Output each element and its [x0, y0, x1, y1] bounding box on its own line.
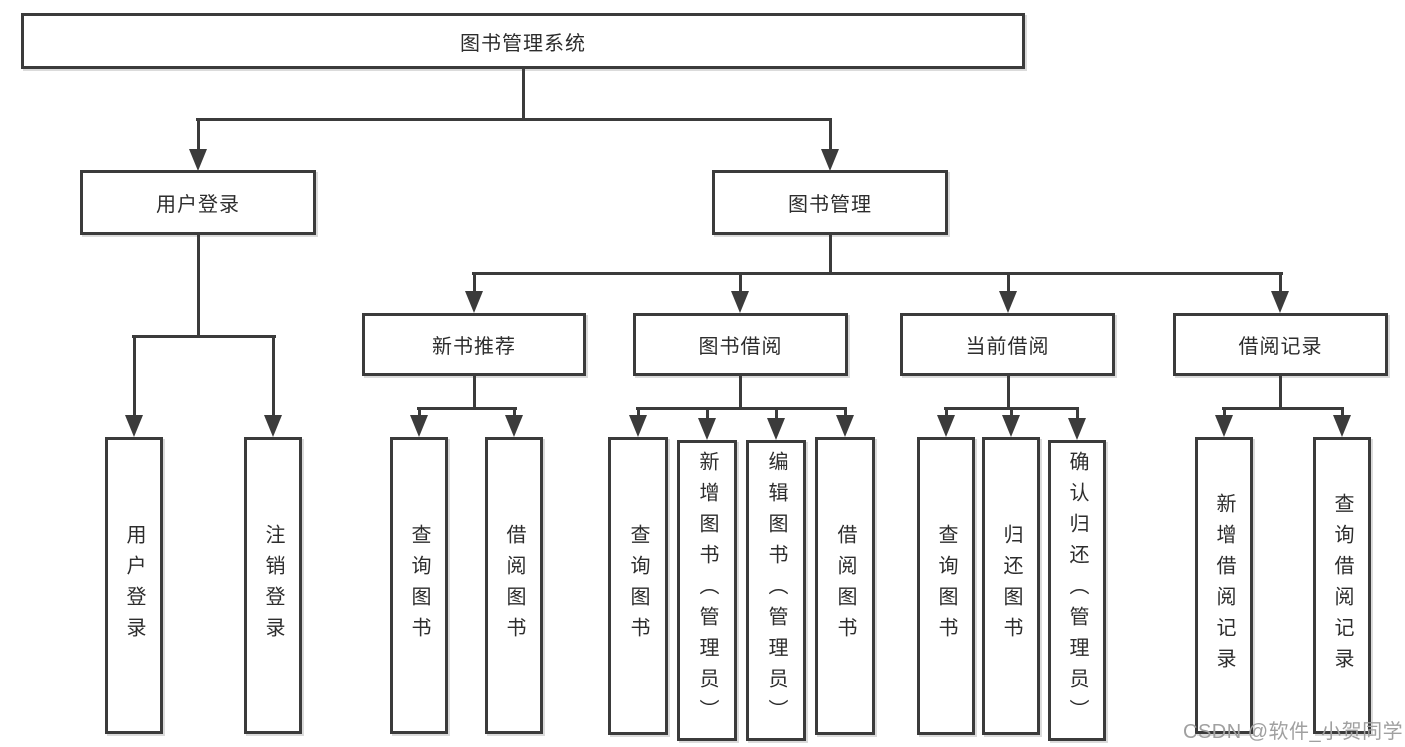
- connector-leaf: [844, 407, 847, 417]
- node-book-borrow: 图书借阅: [633, 313, 848, 376]
- arrow-down-icon: [410, 415, 428, 437]
- leaf-newbook-borrow: 借阅图书: [485, 437, 543, 734]
- arrow-down-icon: [1215, 415, 1233, 437]
- leaf-record-add-label: 新增借阅记录: [1213, 492, 1235, 679]
- connector-leaf: [1010, 407, 1013, 417]
- connector-level2-bar: [196, 118, 832, 121]
- connector-leaf: [1341, 407, 1344, 417]
- arrow-down-icon: [821, 149, 839, 171]
- leaf-borrow-book: 借阅图书: [815, 437, 875, 735]
- connector-user-login-stem: [197, 235, 200, 337]
- leaf-current-query: 查询图书: [917, 437, 975, 735]
- leaf-borrow-query: 查询图书: [608, 437, 668, 735]
- connector-leaf: [945, 407, 948, 417]
- arrow-down-icon: [629, 415, 647, 437]
- connector-user-login-bar: [132, 335, 276, 338]
- arrow-down-icon: [189, 149, 207, 171]
- connector-leaf: [1076, 407, 1079, 420]
- leaf-newbook-borrow-label: 借阅图书: [503, 523, 525, 648]
- connector-to-leaf-logout: [272, 335, 275, 417]
- leaf-newbook-query: 查询图书: [390, 437, 448, 734]
- connector-to-borrow-records: [1279, 272, 1282, 294]
- connector-root-stem: [522, 69, 525, 121]
- leaf-borrow-book-label: 借阅图书: [834, 524, 856, 648]
- connector-to-book-borrow: [739, 272, 742, 294]
- connector-book-borrow-stem: [739, 376, 742, 410]
- leaf-user-login-label: 用户登录: [123, 523, 145, 648]
- node-book-management-label: 图书管理: [788, 194, 872, 216]
- leaf-borrow-add-admin-label: 新增图书（管理员）: [696, 451, 718, 730]
- leaf-borrow-edit-admin: 编辑图书（管理员）: [746, 440, 806, 741]
- connector-to-leaf-user-login: [133, 335, 136, 417]
- leaf-record-add: 新增借阅记录: [1195, 437, 1253, 734]
- leaf-borrow-add-admin: 新增图书（管理员）: [677, 440, 737, 741]
- connector-leaf: [418, 407, 421, 417]
- leaf-current-return-label: 归还图书: [1000, 524, 1022, 648]
- arrow-down-icon: [1333, 415, 1351, 437]
- leaf-current-confirm-admin: 确认归还（管理员）: [1048, 440, 1106, 741]
- leaf-borrow-edit-admin-label: 编辑图书（管理员）: [765, 451, 787, 730]
- connector-level3-bar: [472, 272, 1283, 275]
- arrow-down-icon: [465, 291, 483, 313]
- node-current-borrow: 当前借阅: [900, 313, 1115, 376]
- node-borrow-records-label: 借阅记录: [1238, 336, 1323, 358]
- connector-leaf: [1223, 407, 1226, 417]
- connector-leaf: [706, 407, 709, 420]
- connector-book-borrow-bar: [636, 407, 847, 410]
- connector-current-borrow-stem: [1007, 376, 1010, 410]
- connector-new-book-bar: [417, 407, 517, 410]
- connector-borrow-records-stem: [1279, 376, 1282, 410]
- connector-book-management-stem: [829, 235, 832, 275]
- arrow-down-icon: [937, 415, 955, 437]
- leaf-record-query: 查询借阅记录: [1313, 437, 1371, 734]
- arrow-down-icon: [731, 291, 749, 313]
- arrow-down-icon: [767, 418, 785, 440]
- arrow-down-icon: [1271, 291, 1289, 313]
- arrow-down-icon: [836, 415, 854, 437]
- node-user-login: 用户登录: [80, 170, 316, 235]
- arrow-down-icon: [125, 415, 143, 437]
- node-borrow-records: 借阅记录: [1173, 313, 1388, 376]
- arrow-down-icon: [999, 291, 1017, 313]
- leaf-current-return: 归还图书: [982, 437, 1040, 735]
- connector-leaf: [513, 407, 516, 417]
- connector-new-book-stem: [473, 376, 476, 410]
- node-root-label: 图书管理系统: [460, 32, 586, 55]
- arrow-down-icon: [698, 418, 716, 440]
- node-current-borrow-label: 当前借阅: [965, 336, 1050, 358]
- leaf-logout: 注销登录: [244, 437, 302, 734]
- connector-to-user-login: [197, 118, 200, 154]
- watermark-text: CSDN @软件_小贺同学: [1183, 721, 1404, 743]
- node-book-management: 图书管理: [712, 170, 948, 235]
- connector-borrow-records-bar: [1222, 407, 1344, 410]
- connector-leaf: [637, 407, 640, 417]
- node-root: 图书管理系统: [21, 13, 1025, 69]
- leaf-newbook-query-label: 查询图书: [408, 523, 430, 648]
- connector-leaf: [775, 407, 778, 420]
- arrow-down-icon: [505, 415, 523, 437]
- leaf-logout-label: 注销登录: [262, 523, 284, 648]
- node-new-book-recommend: 新书推荐: [362, 313, 586, 376]
- arrow-down-icon: [1002, 415, 1020, 437]
- leaf-borrow-query-label: 查询图书: [627, 524, 649, 648]
- arrow-down-icon: [1068, 418, 1086, 440]
- leaf-record-query-label: 查询借阅记录: [1331, 492, 1353, 679]
- node-user-login-label: 用户登录: [156, 194, 240, 216]
- arrow-down-icon: [264, 415, 282, 437]
- connector-to-current-borrow: [1007, 272, 1010, 294]
- connector-to-book-management: [829, 118, 832, 154]
- node-book-borrow-label: 图书借阅: [698, 336, 783, 358]
- node-new-book-recommend-label: 新书推荐: [432, 336, 516, 358]
- leaf-current-confirm-admin-label: 确认归还（管理员）: [1066, 451, 1088, 730]
- leaf-current-query-label: 查询图书: [935, 524, 957, 648]
- leaf-user-login: 用户登录: [105, 437, 163, 734]
- connector-to-new-book: [473, 272, 476, 294]
